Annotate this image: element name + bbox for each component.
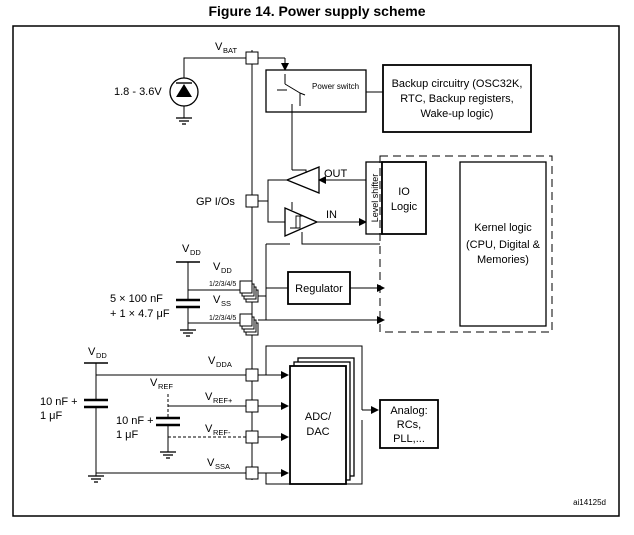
svg-text:V: V [213, 294, 221, 306]
svg-text:(CPU, Digital &: (CPU, Digital & [466, 239, 541, 251]
svg-text:BAT: BAT [223, 46, 237, 55]
svg-text:Analog:: Analog: [390, 405, 427, 417]
svg-text:DDA: DDA [216, 360, 232, 369]
svg-text:PLL,...: PLL,... [393, 433, 425, 445]
svg-text:1/2/3/4/5: 1/2/3/4/5 [209, 315, 236, 322]
svg-text:V: V [207, 457, 215, 469]
svg-text:REF-: REF- [213, 428, 231, 437]
figure-frame [12, 25, 620, 517]
svg-text:V: V [182, 243, 190, 255]
svg-text:Level shifter: Level shifter [370, 174, 380, 223]
vdd-domain-dashed-box [379, 155, 553, 333]
svg-text:1 μF: 1 μF [40, 410, 63, 422]
vbat-pin: V BAT [215, 41, 259, 65]
svg-text:Kernel logic: Kernel logic [474, 222, 532, 234]
figure-title: Figure 14. Power supply scheme [208, 3, 426, 19]
svg-text:RTC, Backup registers,: RTC, Backup registers, [400, 93, 514, 105]
ground-icon [88, 475, 104, 483]
svg-text:Wake-up logic): Wake-up logic) [421, 108, 494, 120]
vdd-pins: V DD 1/2/3/4/5 [209, 261, 259, 303]
ground-icon [176, 117, 192, 125]
battery-range-label: 1.8 - 3.6V [114, 86, 162, 98]
svg-text:Memories): Memories) [477, 254, 529, 266]
vssa-pin: V SSA [207, 457, 259, 480]
regulator-block: Regulator [258, 243, 385, 324]
svg-text:SS: SS [221, 299, 231, 308]
svg-text:1/2/3/4/5: 1/2/3/4/5 [209, 281, 236, 288]
svg-text:GP I/Os: GP I/Os [196, 196, 235, 208]
svg-text:V: V [205, 391, 213, 403]
vref-minus-pin: V REF- [205, 423, 259, 444]
svg-text:DD: DD [96, 351, 107, 360]
kernel-logic-block: Kernel logic (CPU, Digital & Memories) [459, 161, 547, 327]
vdda-pin: V DDA [208, 355, 259, 382]
gpio-buffers: OUT IN [258, 166, 380, 245]
svg-text:V: V [205, 423, 213, 435]
io-logic-block: IO Logic [381, 161, 427, 235]
svg-text:V: V [88, 346, 96, 358]
svg-text:1 μF: 1 μF [116, 429, 139, 441]
svg-text:ADC/: ADC/ [305, 411, 332, 423]
analog-block: Analog: RCs, PLL,... [379, 399, 439, 449]
gpio-pin: GP I/Os [196, 194, 259, 208]
svg-text:IO: IO [398, 186, 410, 198]
decoupling-capacitors: V DD 5 × 100 nF + 1 × 4.7 μF [110, 243, 240, 330]
analog-supply-capacitor: V DD 10 nF + 1 μF [40, 346, 246, 476]
svg-text:10 nF +: 10 nF + [116, 415, 154, 427]
ground-icon [160, 451, 176, 459]
svg-text:V: V [208, 355, 216, 367]
vref-plus-pin: V REF+ [205, 391, 259, 413]
svg-text:RCs,: RCs, [397, 419, 421, 431]
svg-text:Regulator: Regulator [295, 283, 343, 295]
svg-text:DD: DD [190, 248, 201, 257]
svg-text:5 × 100 nF: 5 × 100 nF [110, 293, 163, 305]
vss-pins: V SS 1/2/3/4/5 [209, 294, 259, 336]
svg-text:+ 1 × 4.7 μF: + 1 × 4.7 μF [110, 308, 170, 320]
vref-capacitor: V REF 10 nF + 1 μF [116, 377, 246, 452]
svg-text:SSA: SSA [215, 462, 230, 471]
power-switch-block: Power switch [258, 57, 383, 170]
svg-text:IN: IN [326, 209, 337, 221]
svg-text:DAC: DAC [306, 426, 329, 438]
svg-text:V: V [150, 377, 158, 389]
svg-text:Backup circuitry (OSC32K,: Backup circuitry (OSC32K, [392, 78, 523, 90]
svg-text:REF+: REF+ [213, 396, 233, 405]
svg-text:OUT: OUT [324, 168, 348, 180]
figure-reference-code: ai14125d [573, 498, 606, 507]
svg-text:V: V [213, 261, 221, 273]
backup-circuitry-block: Backup circuitry (OSC32K, RTC, Backup re… [382, 64, 532, 133]
svg-text:V: V [215, 41, 223, 53]
svg-text:10 nF +: 10 nF + [40, 396, 78, 408]
svg-text:REF: REF [158, 382, 173, 391]
svg-text:DD: DD [221, 266, 232, 275]
ground-icon [180, 329, 196, 337]
battery-source: 1.8 - 3.6V [114, 57, 246, 118]
adc-dac-block: ADC/ DAC [258, 345, 379, 485]
svg-text:Logic: Logic [391, 201, 418, 213]
svg-text:Power switch: Power switch [312, 82, 359, 91]
